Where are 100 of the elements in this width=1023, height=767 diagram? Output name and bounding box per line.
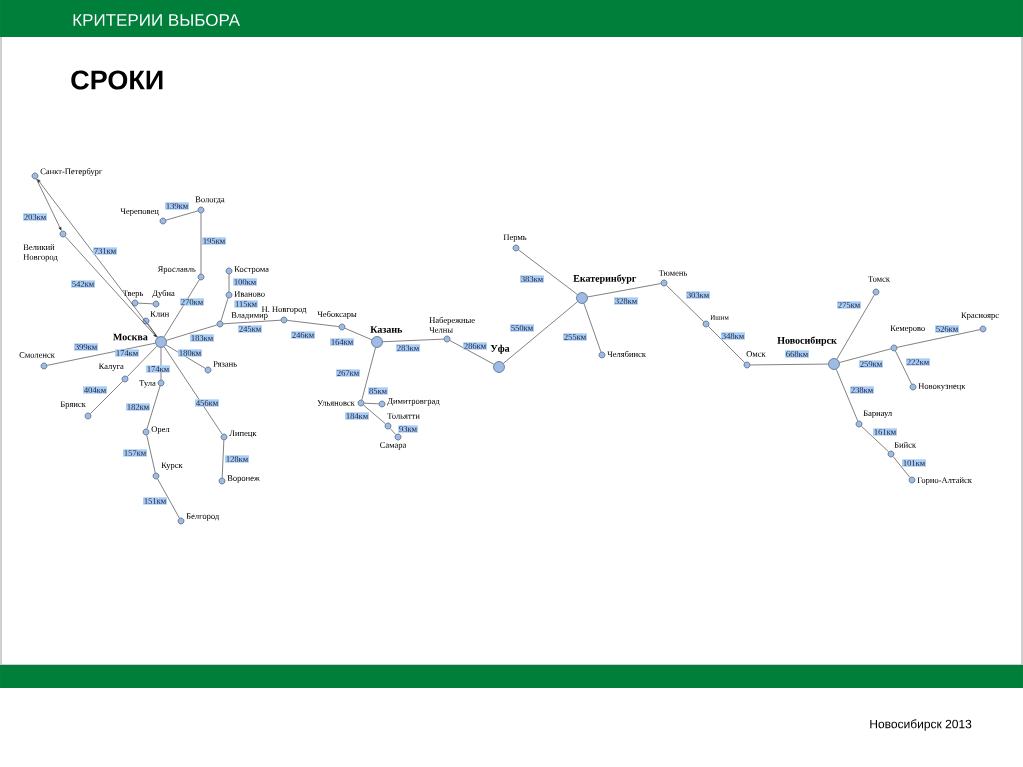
distance-label: 151км xyxy=(143,497,167,505)
distance-label: 164км xyxy=(330,338,354,346)
city-name: Н. Новгород xyxy=(261,306,307,314)
city-name: Ярославль xyxy=(157,266,196,274)
city-name: Кострома xyxy=(234,266,269,274)
distance-label: 245км xyxy=(238,325,262,333)
city-name: Кемерово xyxy=(890,325,925,333)
route-line xyxy=(90,381,123,414)
distance-label: 456км xyxy=(195,399,219,407)
route-line xyxy=(163,346,223,435)
distance-label: 222км xyxy=(906,358,930,366)
city-name: Брянск xyxy=(60,401,86,409)
route-line xyxy=(896,329,981,348)
distance-label: 731км xyxy=(93,247,117,255)
distance-label: 101км xyxy=(902,459,926,467)
distance-label: 283км xyxy=(396,344,420,352)
city-name: Рязань xyxy=(213,361,237,367)
city-name: Смоленск xyxy=(19,352,55,358)
route-line xyxy=(46,342,156,366)
distance-label: 270км xyxy=(180,298,204,306)
city-name: Белгород xyxy=(186,513,220,521)
route-line xyxy=(220,297,229,322)
city-name: Димитровград xyxy=(387,398,440,406)
route-line xyxy=(146,434,156,474)
route-line xyxy=(836,294,875,360)
route-line xyxy=(835,369,859,422)
route-arrow xyxy=(36,178,62,231)
city-name: Екатеринбург xyxy=(573,274,637,284)
route-line xyxy=(228,274,230,292)
city-name: Пермь xyxy=(503,234,527,242)
city-name: Вологда xyxy=(195,196,225,204)
city-name: Самара xyxy=(380,442,407,450)
city-name: Барнаул xyxy=(863,410,892,418)
route-line xyxy=(163,279,200,338)
distance-label: 328км xyxy=(614,297,638,305)
distance-label: 157км xyxy=(123,449,147,457)
city-name: Новосибирск xyxy=(777,336,837,346)
route-line xyxy=(839,348,892,363)
city-name: Тольятти xyxy=(387,413,420,419)
route-line xyxy=(223,319,281,325)
distance-label: 128км xyxy=(225,455,249,463)
city-name: Набережные Челны xyxy=(429,316,475,333)
city-name: Тула xyxy=(139,380,156,388)
route-line xyxy=(503,301,578,364)
route-line xyxy=(666,285,704,322)
route-line xyxy=(750,363,829,366)
route-line xyxy=(286,320,340,327)
route-line xyxy=(138,302,153,305)
distance-label: 404км xyxy=(83,386,107,394)
distance-label: 348км xyxy=(721,332,745,340)
distance-label: 267км xyxy=(336,369,360,377)
route-line xyxy=(200,213,202,274)
route-line xyxy=(157,478,180,519)
distance-label: 668км xyxy=(785,350,809,358)
route-line xyxy=(363,404,386,425)
route-line xyxy=(861,425,889,453)
city-name: Тюмень xyxy=(658,270,688,276)
route-line xyxy=(127,345,158,377)
city-name: Великий Новгород xyxy=(23,244,58,262)
distance-label: 184км xyxy=(345,412,369,420)
route-line xyxy=(160,347,162,380)
city-name: Санкт-Петербург xyxy=(40,168,103,176)
route-line xyxy=(221,440,225,478)
route-line xyxy=(708,326,745,363)
route-line xyxy=(165,344,206,369)
city-name: Казань xyxy=(370,326,403,333)
city-name: Орел xyxy=(151,426,170,434)
distance-label: 195км xyxy=(202,237,226,245)
city-name: Москва xyxy=(113,333,148,341)
city-name: Красноярс xyxy=(961,312,999,320)
city-name: Дубна xyxy=(152,289,175,298)
city-name: Бийск xyxy=(894,441,917,448)
city-name: Томск xyxy=(868,276,890,282)
distance-label: 182км xyxy=(126,403,150,411)
distance-label: 303км xyxy=(686,291,710,299)
city-name: Череповец xyxy=(120,208,159,216)
route-line xyxy=(146,385,161,430)
route-line xyxy=(895,350,912,385)
route-line xyxy=(364,402,379,405)
route-line xyxy=(166,324,218,341)
distance-label: 399км xyxy=(74,343,98,351)
city-name: Новокузнецк xyxy=(918,383,966,391)
distance-label: 174км xyxy=(146,365,170,373)
city-name: Воронеж xyxy=(227,475,260,483)
section-heading: КРИТЕРИИ ВЫБОРА xyxy=(73,14,240,26)
city-name: Горно-Алтайск xyxy=(917,477,972,485)
distance-label: 93км xyxy=(398,425,418,433)
distance-label: 275км xyxy=(837,301,861,309)
slide-title: СРОКИ xyxy=(71,70,163,90)
distance-label: 180км xyxy=(178,349,202,357)
distance-label: 203км xyxy=(23,213,47,221)
distance-label: 255км xyxy=(563,333,587,341)
distance-label: 526км xyxy=(935,325,959,333)
route-line xyxy=(389,428,397,435)
city-name: Владимир xyxy=(231,312,268,320)
distance-label: 174км xyxy=(115,349,139,357)
distance-label: 383км xyxy=(520,275,544,283)
route-line xyxy=(147,323,158,338)
city-name: Омск xyxy=(746,351,766,357)
distance-label: 550км xyxy=(510,324,534,332)
